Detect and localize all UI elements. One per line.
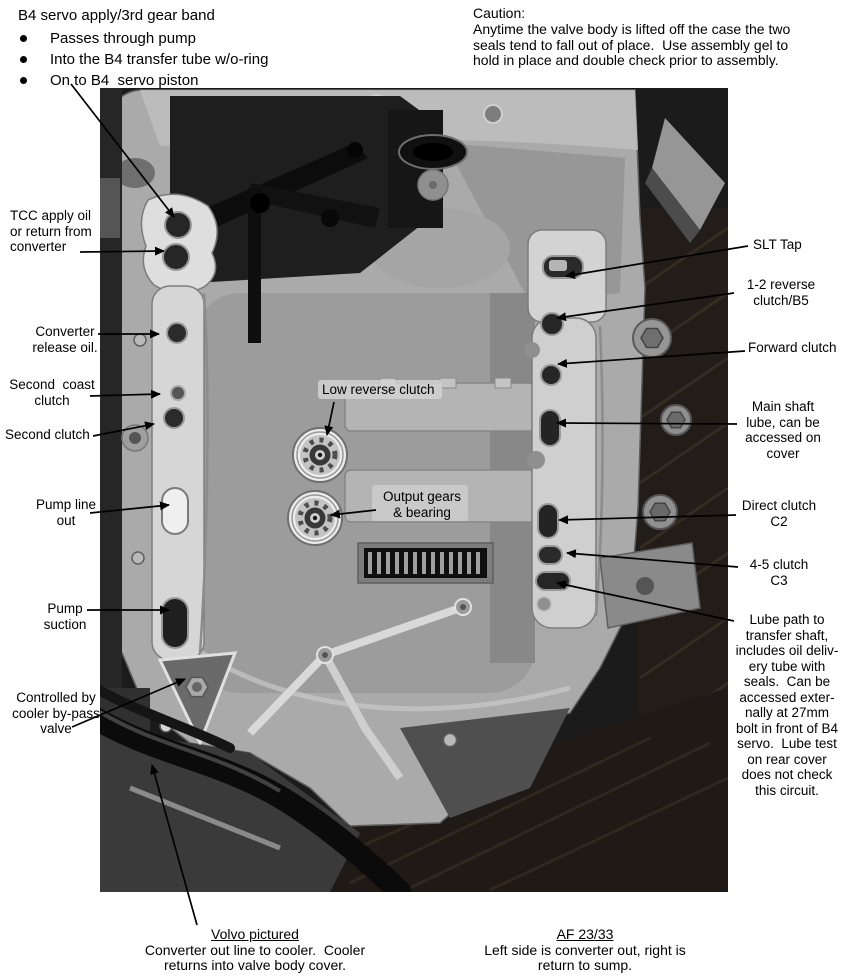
caption-af-body: Left side is converter out, right is ret… — [484, 941, 686, 973]
output-gears-bearing — [287, 490, 343, 546]
label-pump-line-out: Pump line out — [35, 497, 97, 528]
lube-path-hole — [535, 571, 571, 591]
main-shaft-lube-hole — [539, 409, 561, 447]
caption-af-title: AF 23/33 — [556, 926, 614, 942]
b4-bullet-1: Passes through pump — [18, 28, 268, 49]
slt-tap-plug — [549, 260, 567, 271]
clutch-4-5-hole — [537, 545, 563, 565]
b4-servo-note: B4 servo apply/3rd gear band Passes thro… — [18, 5, 268, 91]
label-slt-tap: SLT Tap — [753, 237, 802, 252]
b4-apply-hole — [162, 243, 190, 271]
caution-note: Caution: Anytime the valve body is lifte… — [473, 5, 845, 69]
label-second-clutch: Second clutch — [5, 427, 90, 442]
caption-volvo-body: Converter out line to cooler. Cooler ret… — [144, 941, 366, 973]
label-direct-clutch-c2: Direct clutch C2 — [741, 498, 817, 529]
pump-suction-hole — [161, 597, 189, 649]
bullet-icon — [20, 56, 27, 63]
b4-bullet-2: Into the B4 transfer tube w/o-ring — [18, 49, 268, 70]
label-forward-clutch: Forward clutch — [748, 340, 837, 355]
second-coast-hole — [170, 385, 186, 401]
label-cooler-bypass-valve: Controlled by cooler by-pass valve — [12, 690, 100, 736]
caution-title: Caution: — [473, 5, 526, 21]
cooler-bypass-area — [157, 651, 238, 747]
forward-clutch-hole — [540, 364, 562, 386]
label-lube-path: Lube path to transfer shaft, includes oi… — [735, 612, 839, 798]
tcc-apply-hole — [164, 211, 192, 239]
reverse-clutch-hole — [540, 312, 564, 336]
label-main-shaft-lube: Main shaft lube, can be accessed on cove… — [745, 399, 821, 461]
second-clutch-hole — [163, 407, 185, 429]
label-tcc-apply-oil: TCC apply oil or return from converter — [10, 208, 92, 254]
caption-volvo-title: Volvo pictured — [211, 926, 299, 942]
label-pump-suction: Pump suction — [43, 601, 87, 632]
label-converter-release-oil: Converter release oil. — [32, 324, 98, 355]
right-gasket-rail — [524, 229, 607, 629]
case-top-opening — [398, 134, 468, 201]
caution-body: Anytime the valve body is lifted off the… — [473, 20, 791, 69]
b4-servo-heading: B4 servo apply/3rd gear band — [18, 7, 215, 24]
label-second-coast-clutch: Second coast clutch — [9, 377, 95, 408]
bullet-icon — [20, 77, 27, 84]
converter-release-hole — [166, 322, 188, 344]
caption-volvo: Volvo pictured Converter out line to coo… — [115, 926, 395, 974]
caption-af-23-33: AF 23/33 Left side is converter out, rig… — [450, 926, 720, 974]
label-backing — [372, 485, 468, 521]
label-1-2-reverse-clutch: 1-2 reverse clutch/B5 — [746, 277, 816, 308]
label-low-reverse-clutch: Low reverse clutch — [322, 382, 435, 397]
b4-bullet-3: On to B4 servo piston — [18, 70, 268, 91]
park-gear-splines — [357, 542, 494, 584]
bullet-icon — [20, 35, 27, 42]
low-reverse-bearing — [292, 427, 348, 483]
direct-clutch-hole — [537, 503, 559, 539]
label-backing — [318, 380, 442, 399]
label-4-5-clutch-c3: 4-5 clutch C3 — [749, 557, 809, 588]
label-output-gears-bearing: Output gears & bearing — [382, 489, 462, 520]
pump-line-out-hole — [161, 487, 189, 535]
